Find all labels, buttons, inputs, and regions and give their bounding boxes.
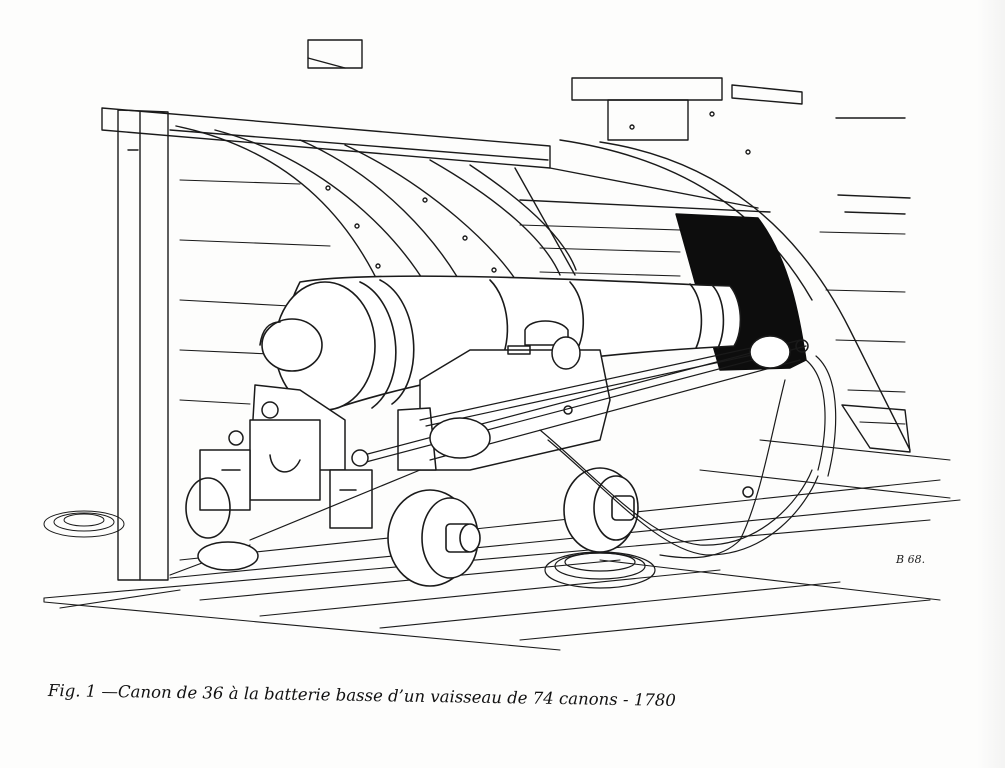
rope-coil-right [544,551,656,589]
rope-coil-left [43,510,125,538]
artist-signature: B 68. [896,553,926,566]
deck-planks [43,439,961,651]
cannon-barrel [259,275,742,411]
port-sill [841,404,911,453]
cannon-line-drawing [43,39,961,651]
carriage-wheels [185,467,639,587]
page-edge-shadow [977,0,1005,768]
vertical-post [117,109,169,581]
tackle-blocks [197,335,809,571]
gun-port [675,213,807,371]
upper-beams [307,39,911,215]
figure-caption: Fig. 1 —Canon de 36 à la batterie basse … [47,681,676,710]
hull-ribs [175,111,911,451]
hull-planking [179,179,906,425]
